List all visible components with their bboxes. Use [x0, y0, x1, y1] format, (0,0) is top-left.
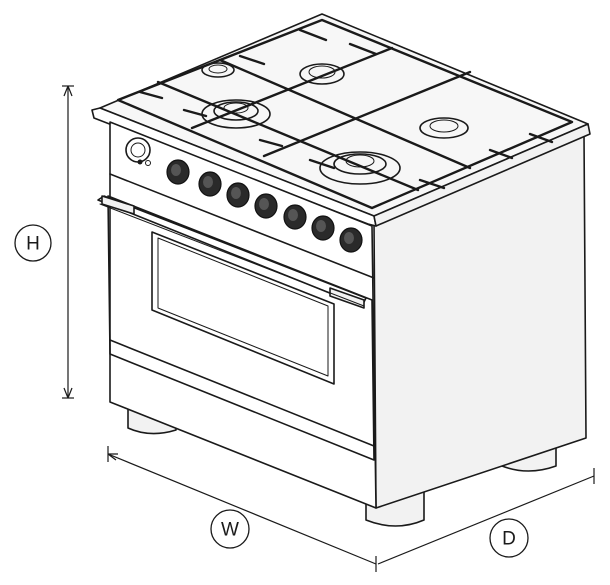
depth-label: D	[502, 529, 516, 550]
cooktop-side-lip	[373, 123, 591, 227]
burner-front-left	[201, 99, 271, 129]
height-label: H	[26, 234, 40, 255]
oven-drawer-line	[109, 339, 375, 447]
control-knob-4[interactable]	[254, 193, 278, 219]
oven-door-window-inner	[157, 237, 329, 377]
burner-back-left	[201, 62, 235, 78]
control-knob-3[interactable]	[226, 182, 250, 208]
dimension-width: W	[107, 446, 377, 572]
control-knob-6[interactable]	[311, 215, 335, 241]
control-panel-divider	[109, 173, 375, 279]
oven-door-window	[151, 231, 335, 385]
dimension-height: H	[14, 85, 74, 399]
oven-door-handle[interactable]	[97, 195, 367, 309]
control-knob-5[interactable]	[283, 204, 307, 230]
clock-display	[125, 137, 151, 166]
burner-front-center	[319, 151, 401, 185]
burner-back-right	[419, 117, 469, 139]
control-knob-2[interactable]	[198, 171, 222, 197]
control-knob-1[interactable]	[166, 159, 190, 185]
width-label: W	[221, 520, 239, 541]
burners	[201, 62, 469, 185]
dimension-depth: D	[377, 468, 595, 565]
control-knob-7[interactable]	[339, 227, 363, 253]
control-knobs	[166, 159, 363, 253]
burner-back-center	[299, 63, 345, 85]
